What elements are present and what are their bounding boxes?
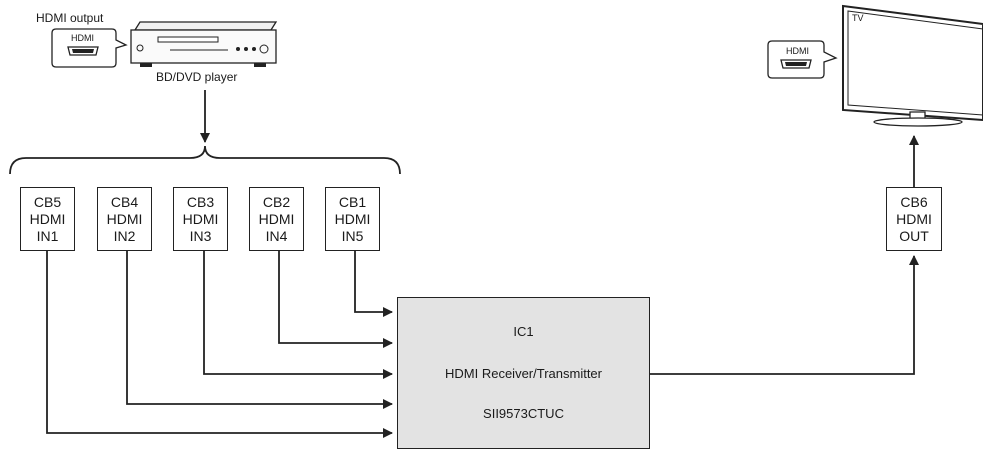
connector-cb5: CB5 HDMI IN1 bbox=[20, 187, 75, 251]
player-hdmi-callout bbox=[51, 28, 128, 68]
connector-id: CB2 bbox=[262, 193, 291, 210]
player-hdmi-port-label: HDMI bbox=[71, 33, 94, 43]
connector-cb1: CB1 HDMI IN5 bbox=[325, 187, 380, 251]
connector-cb3: CB3 HDMI IN3 bbox=[173, 187, 228, 251]
tv-hdmi-port-label: HDMI bbox=[786, 46, 809, 56]
connector-type: HDMI bbox=[896, 210, 932, 227]
connector-type: HDMI bbox=[106, 210, 143, 227]
bd-dvd-player-icon bbox=[130, 21, 278, 67]
connector-port: IN3 bbox=[189, 227, 212, 244]
connector-port: IN5 bbox=[341, 227, 364, 244]
tv-icon bbox=[842, 4, 983, 127]
wire-in1 bbox=[46, 250, 393, 438]
connector-cb4: CB4 HDMI IN2 bbox=[97, 187, 152, 251]
ic-name: IC1 bbox=[513, 324, 534, 339]
ic1-block: IC1 HDMI Receiver/Transmitter SII9573CTU… bbox=[397, 297, 650, 449]
connector-id: CB6 bbox=[900, 193, 928, 210]
wire-in2 bbox=[126, 250, 393, 409]
ic-function: HDMI Receiver/Transmitter bbox=[445, 366, 602, 381]
connector-id: CB5 bbox=[33, 193, 62, 210]
connector-cb2: CB2 HDMI IN4 bbox=[249, 187, 304, 251]
tv-hdmi-callout bbox=[767, 40, 838, 79]
tv-label: TV bbox=[852, 13, 864, 23]
ic-part-number: SII9573CTUC bbox=[483, 406, 564, 421]
connector-port: IN1 bbox=[36, 227, 59, 244]
connector-type: HDMI bbox=[29, 210, 66, 227]
wire-in5 bbox=[354, 250, 393, 317]
connector-id: CB1 bbox=[338, 193, 367, 210]
connector-port: OUT bbox=[899, 227, 929, 244]
connector-type: HDMI bbox=[258, 210, 295, 227]
inputs-brace bbox=[9, 145, 401, 175]
connector-cb6: CB6 HDMI OUT bbox=[886, 187, 942, 251]
wire-in4 bbox=[278, 250, 393, 348]
connector-port: IN2 bbox=[113, 227, 136, 244]
hdmi-output-label: HDMI output bbox=[36, 11, 104, 25]
connector-id: CB4 bbox=[110, 193, 139, 210]
connector-type: HDMI bbox=[182, 210, 219, 227]
connector-port: IN4 bbox=[265, 227, 288, 244]
connector-id: CB3 bbox=[186, 193, 215, 210]
connector-type: HDMI bbox=[334, 210, 371, 227]
bd-dvd-player-label: BD/DVD player bbox=[156, 70, 238, 84]
wire-out bbox=[650, 255, 919, 375]
wire-in3 bbox=[203, 250, 393, 379]
